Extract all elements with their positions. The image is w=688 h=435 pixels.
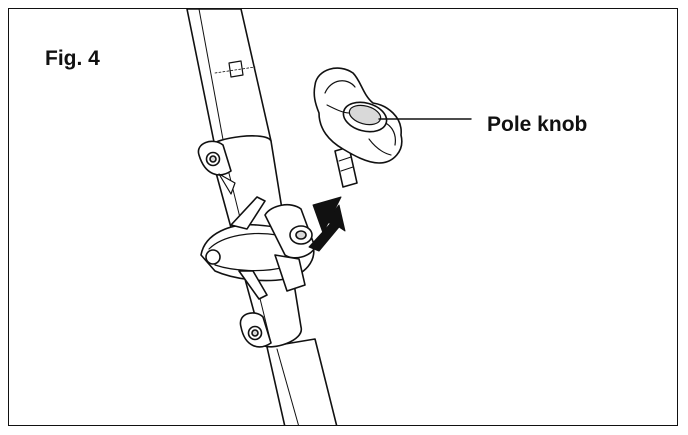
insert-arrow-icon [308, 196, 346, 252]
pole-knob-label: Pole knob [487, 113, 588, 136]
telescopic-pole [186, 9, 338, 425]
figure-frame: Fig. 4 Pole knob [8, 8, 678, 426]
assembly-illustration [186, 9, 472, 425]
pole-knob [313, 67, 403, 188]
clamp-lever [200, 196, 316, 300]
figure-label: Fig. 4 [45, 47, 100, 70]
